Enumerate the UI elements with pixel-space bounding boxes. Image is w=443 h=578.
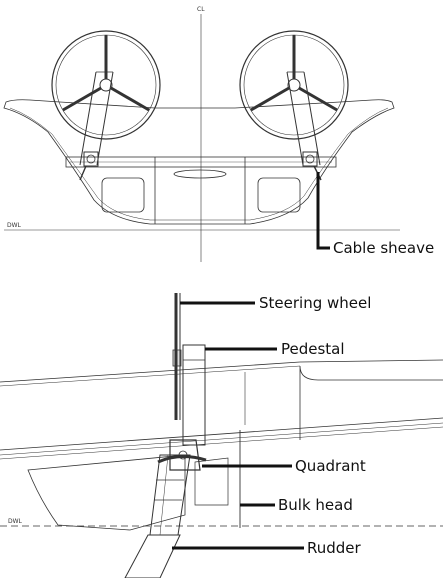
waterline-label-side: DWL bbox=[8, 518, 23, 525]
hatch bbox=[173, 169, 227, 179]
quadrant-label: Quadrant bbox=[295, 457, 366, 475]
steering-wheel-callout: Steering wheel bbox=[180, 294, 371, 312]
pedestal-callout: Pedestal bbox=[205, 340, 345, 358]
cable-sheave-callout: Cable sheave bbox=[316, 172, 434, 257]
deck-beam bbox=[65, 156, 337, 168]
waterline-label-top: DWL bbox=[7, 222, 22, 229]
steering-wheel-right bbox=[239, 30, 349, 140]
lightening-hole-right bbox=[257, 177, 301, 213]
bulk-head-label: Bulk head bbox=[278, 496, 353, 514]
lightening-hole-left bbox=[101, 177, 145, 213]
stern-section-view: CL bbox=[3, 6, 400, 262]
quadrant bbox=[157, 439, 207, 471]
quadrant-callout: Quadrant bbox=[202, 457, 366, 475]
pedestal bbox=[172, 344, 206, 446]
centerline-label: CL bbox=[197, 6, 205, 13]
rudder-callout: Rudder bbox=[172, 539, 362, 557]
steering-wheel-edge bbox=[174, 293, 181, 420]
rudder-label: Rudder bbox=[307, 539, 362, 557]
profile-view: DWL bbox=[0, 293, 443, 578]
hull-outline bbox=[3, 99, 395, 225]
hull-inner-line bbox=[9, 107, 389, 221]
bulk-head-callout: Bulk head bbox=[240, 496, 353, 514]
steering-wheel-left bbox=[51, 30, 161, 140]
cable-sheave-left bbox=[79, 151, 99, 181]
transom-outline bbox=[27, 454, 186, 531]
steering-wheel-label: Steering wheel bbox=[259, 294, 371, 312]
rudder bbox=[124, 454, 191, 578]
cable-sheave-label: Cable sheave bbox=[333, 239, 434, 257]
pedestal-label: Pedestal bbox=[281, 340, 345, 358]
